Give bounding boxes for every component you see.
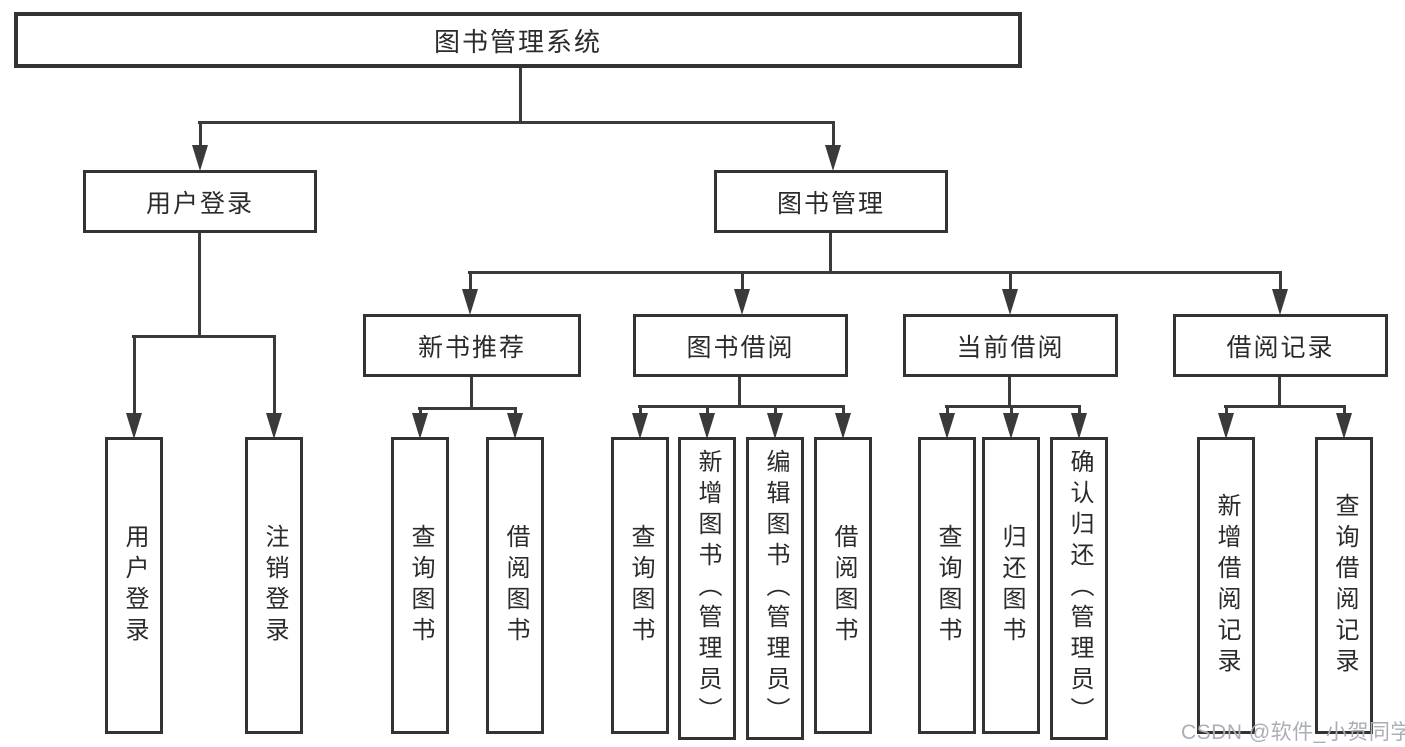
arrow-down-to-borrow-records — [1272, 271, 1288, 315]
connector-rail-level2 — [198, 121, 835, 124]
node-user-login: 用户登录 — [83, 170, 317, 233]
connector-rail-current-children — [945, 405, 1081, 408]
arrow-down-to-new-book-recommend — [462, 271, 478, 315]
leaf-query-books-1: 查询图书 — [391, 437, 449, 734]
leaf-label: 归还图书 — [998, 523, 1025, 648]
connector-rail-book-management-children — [468, 271, 1282, 274]
arrow-down-to-user-login — [192, 121, 208, 171]
leaf-label: 新增借阅记录 — [1213, 492, 1240, 679]
node-book-borrow: 图书借阅 — [633, 314, 848, 377]
leaf-label: 用户登录 — [121, 523, 148, 648]
leaf-add-books-admin: 新增图书（管理员） — [678, 437, 736, 740]
leaf-add-borrow-record: 新增借阅记录 — [1197, 437, 1255, 734]
arrow-down-to-book-management — [825, 121, 841, 171]
node-new-book-recommend: 新书推荐 — [363, 314, 581, 377]
arrow-down-to-leaf-query-books-3 — [939, 405, 955, 439]
connector-rail-recommend-children — [418, 407, 517, 410]
arrow-down-to-leaf-query-books-1 — [412, 407, 428, 439]
node-borrow-records: 借阅记录 — [1173, 314, 1388, 377]
arrow-down-to-leaf-confirm-return — [1071, 405, 1087, 439]
connector-trunk-new-book-recommend — [470, 376, 473, 410]
leaf-label: 查询图书 — [934, 523, 961, 648]
connector-rail-borrow-children — [638, 405, 845, 408]
connector-rail-records-children — [1224, 405, 1346, 408]
leaf-confirm-return-admin: 确认归还（管理员） — [1050, 437, 1108, 740]
leaf-label: 确认归还（管理员） — [1066, 449, 1093, 728]
node-book-management-system: 图书管理系统 — [14, 12, 1022, 68]
arrow-down-to-leaf-return-books — [1003, 405, 1019, 439]
arrow-down-to-leaf-query-borrow-record — [1336, 405, 1352, 439]
connector-trunk-root — [519, 67, 522, 123]
leaf-label: 借阅图书 — [502, 523, 529, 648]
leaf-label: 编辑图书（管理员） — [762, 449, 789, 728]
arrow-down-to-leaf-logout — [266, 335, 282, 439]
connector-trunk-current-borrow — [1008, 376, 1011, 408]
leaf-label: 注销登录 — [261, 523, 288, 648]
leaf-query-books-3: 查询图书 — [918, 437, 976, 734]
arrow-down-to-leaf-user-login — [126, 335, 142, 439]
arrow-down-to-book-borrow — [734, 271, 750, 315]
leaf-edit-books-admin: 编辑图书（管理员） — [746, 437, 804, 740]
leaf-label: 新增图书（管理员） — [694, 449, 721, 728]
connector-trunk-borrow-records — [1278, 376, 1281, 408]
arrow-down-to-leaf-borrow-books-1 — [507, 407, 523, 439]
arrow-down-to-leaf-add-borrow-record — [1218, 405, 1234, 439]
leaf-label: 查询借阅记录 — [1331, 492, 1358, 679]
arrow-down-to-leaf-borrow-books-2 — [835, 405, 851, 439]
arrow-down-to-leaf-query-books-2 — [632, 405, 648, 439]
connector-trunk-user-login — [198, 232, 201, 338]
leaf-borrow-books-2: 借阅图书 — [814, 437, 872, 734]
arrow-down-to-current-borrow — [1002, 271, 1018, 315]
leaf-label: 查询图书 — [407, 523, 434, 648]
leaf-return-books: 归还图书 — [982, 437, 1040, 734]
connector-trunk-book-borrow — [738, 376, 741, 408]
leaf-label: 查询图书 — [627, 523, 654, 648]
node-current-borrow: 当前借阅 — [903, 314, 1118, 377]
connector-trunk-book-management — [829, 232, 832, 274]
leaf-user-login: 用户登录 — [105, 437, 163, 734]
leaf-query-books-2: 查询图书 — [611, 437, 669, 734]
arrow-down-to-leaf-edit-books — [767, 405, 783, 439]
arrow-down-to-leaf-add-books — [699, 405, 715, 439]
leaf-borrow-books-1: 借阅图书 — [486, 437, 544, 734]
connector-rail-user-login-children — [132, 335, 275, 338]
leaf-logout: 注销登录 — [245, 437, 303, 734]
leaf-query-borrow-record: 查询借阅记录 — [1315, 437, 1373, 734]
csdn-watermark: CSDN @软件_小贺同学 — [1181, 721, 1405, 744]
leaf-label: 借阅图书 — [830, 523, 857, 648]
node-book-management: 图书管理 — [714, 170, 948, 233]
